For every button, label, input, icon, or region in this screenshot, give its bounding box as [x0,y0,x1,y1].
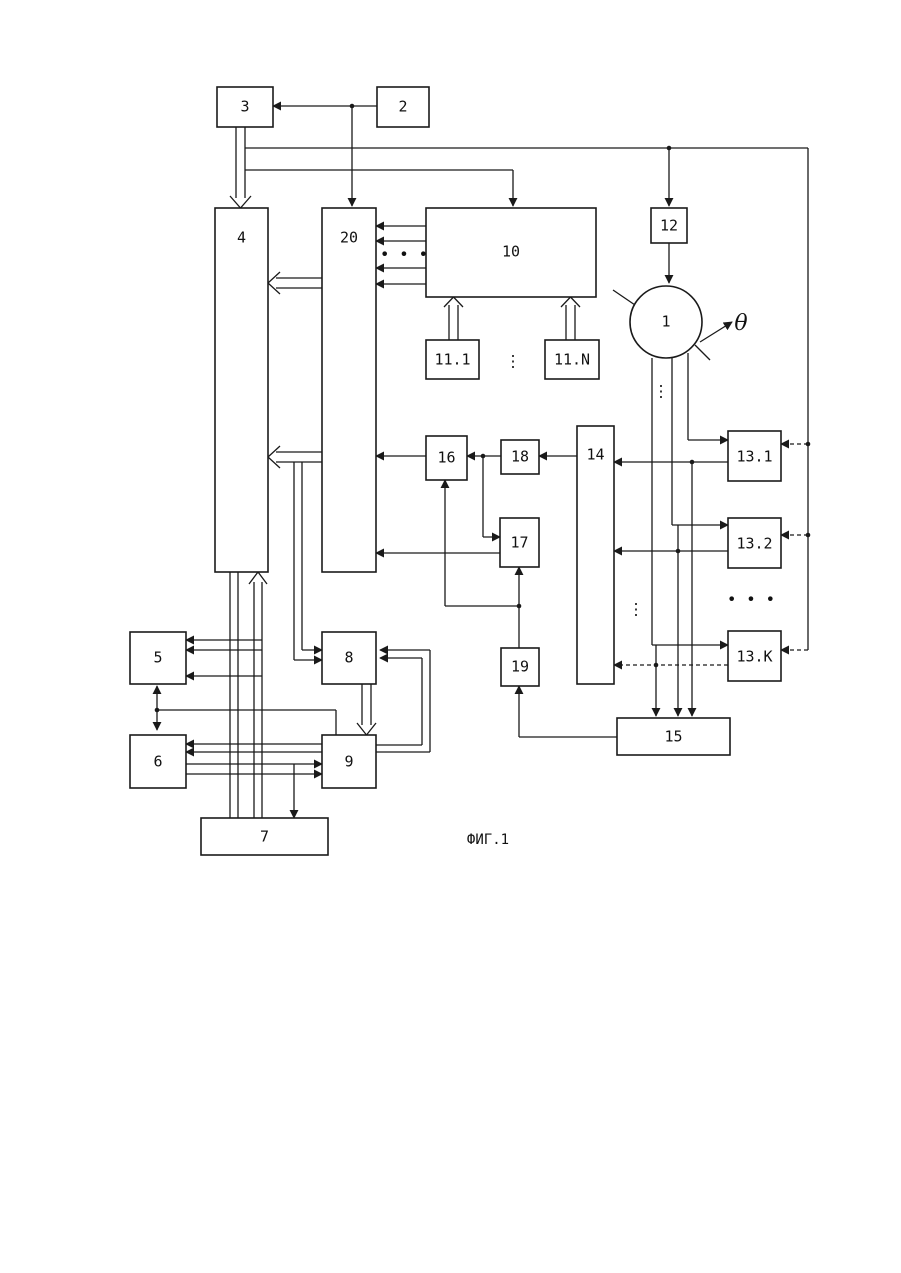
block-3-label: 3 [240,98,249,116]
block-17-label: 17 [510,534,528,552]
block-13-2: 13.2 [728,518,781,568]
block-16: 16 [426,436,467,480]
block-8-label: 8 [344,649,353,667]
block-11-1-label: 11.1 [434,351,470,369]
block-9: 9 [322,735,376,788]
block-1-label: 1 [661,313,670,331]
figure-caption: ФИГ.1 [467,832,509,848]
block-11-n: 11.N [545,340,599,379]
block-11-1: 11.1 [426,340,479,379]
theta-label: θ [734,311,747,336]
ellipsis-10-inputs: • • • [380,245,428,264]
block-14-label: 14 [586,446,604,464]
ellipsis-11: ⋮ [505,352,521,371]
block-12: 12 [651,208,687,243]
block-3: 3 [217,87,273,127]
block-5-label: 5 [153,649,162,667]
block-2: 2 [377,87,429,127]
block-2-label: 2 [398,98,407,116]
block-19: 19 [501,648,539,686]
block-18: 18 [501,440,539,474]
block-19-label: 19 [511,658,529,676]
block-9-label: 9 [344,753,353,771]
block-1: 1 [630,286,702,358]
block-13-k-label: 13.K [736,648,772,666]
block-10-label: 10 [502,243,520,261]
block-13-2-label: 13.2 [736,535,772,553]
block-8: 8 [322,632,376,684]
ellipsis-13: • • • [727,590,775,609]
block-11-n-label: 11.N [554,351,590,369]
block-6-label: 6 [153,753,162,771]
block-5: 5 [130,632,186,684]
block-15: 15 [617,718,730,755]
block-4: 4 [215,208,268,572]
block-18-label: 18 [511,448,529,466]
block-6: 6 [130,735,186,788]
block-20: 20 [322,208,376,572]
block-17: 17 [500,518,539,567]
block-15-label: 15 [664,728,682,746]
block-14: 14 [577,426,614,684]
block-7-label: 7 [260,828,269,846]
ellipsis-14: ⋮ [628,600,644,619]
block-20-label: 20 [340,229,358,247]
block-7: 7 [201,818,328,855]
block-13-1: 13.1 [728,431,781,481]
block-16-label: 16 [437,449,455,467]
block-4-label: 4 [237,229,246,247]
block-10: 10 [426,208,596,297]
block-13-k: 13.K [728,631,781,681]
block-12-label: 12 [660,217,678,235]
block-13-1-label: 13.1 [736,448,772,466]
ellipsis-1-out: ⋮ [653,382,669,401]
